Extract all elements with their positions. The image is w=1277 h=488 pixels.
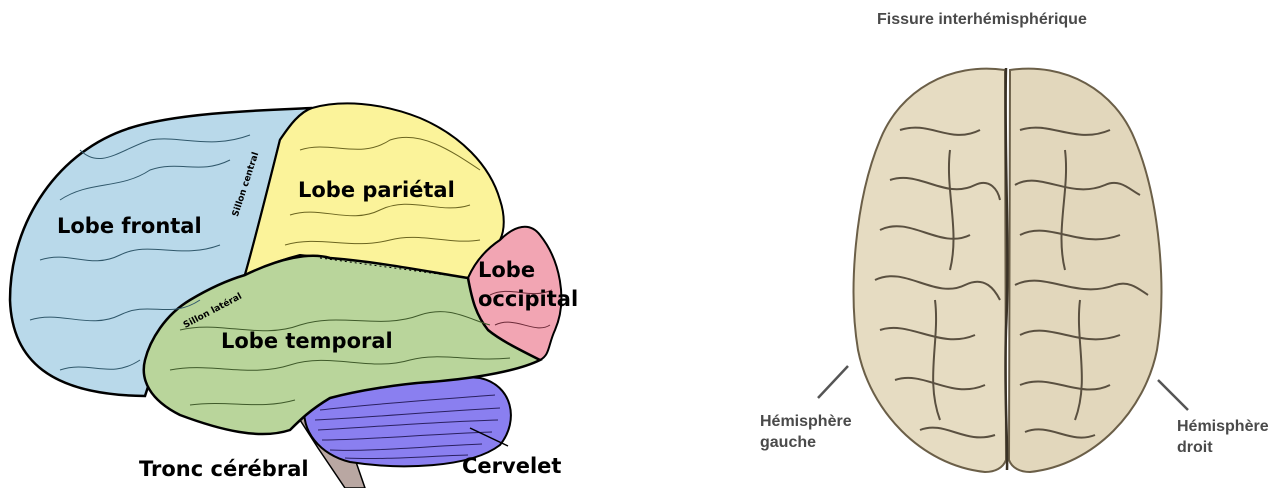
superior-brain-view [818, 68, 1188, 472]
left-hemisphere-leader [818, 366, 848, 398]
left-hemisphere-label-line2: gauche [760, 432, 816, 453]
right-hemisphere-label-line1: Hémisphère [1177, 416, 1269, 437]
brainstem-label: Tronc cérébral [139, 457, 309, 481]
occipital-lobe-label-line2: occipital [478, 287, 578, 311]
occipital-lobe-label-line1: Lobe [478, 258, 535, 282]
right-hemisphere-leader [1158, 380, 1188, 410]
frontal-lobe-label: Lobe frontal [57, 214, 202, 238]
right-hemisphere-label-line2: droit [1177, 437, 1213, 458]
parietal-lobe-label: Lobe pariétal [298, 178, 455, 202]
cerebellum-label: Cervelet [462, 454, 561, 478]
fissure-label: Fissure interhémisphérique [877, 9, 1087, 30]
left-hemisphere-label-line1: Hémisphère [760, 411, 852, 432]
right-hemisphere-shape [1009, 69, 1161, 472]
temporal-lobe-label: Lobe temporal [221, 329, 393, 353]
